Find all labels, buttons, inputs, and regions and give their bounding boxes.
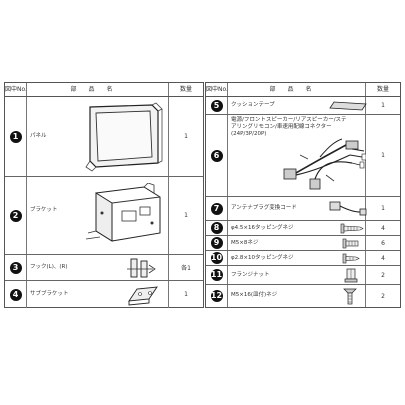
table-row: 8 φ4.5×16タッピングネジ 4 [206,221,400,236]
table-row: 10 φ2.8×10タッピングネジ 4 [206,251,400,266]
part-qty: 1 [381,102,385,109]
header-qty: 数量 [376,86,389,93]
table-row: 6 電源/フロントスピーカー/リアスピーカー/ステアリングリモコン/車速用配線コ… [206,115,400,197]
item-number-badge: 2 [9,209,22,222]
item-number-badge: 7 [210,202,223,215]
table-row: 3 フック(L)、(R) 各1 [5,255,203,281]
screw-drawing-icon [342,253,360,264]
table-row: 11 フランジナット 2 [206,266,400,285]
screw-drawing-icon [340,223,364,234]
part-qty: 各1 [181,265,191,272]
wire-harness-drawing-icon [283,138,366,190]
part-name: サブブラケット [30,291,69,297]
item-number-badge: 12 [210,290,223,302]
sub-bracket-drawing-icon [128,286,158,306]
part-qty: 1 [184,212,188,219]
item-number-badge: 6 [210,149,223,162]
part-qty: 1 [381,152,385,159]
part-name: 電源/フロントスピーカー/リアスピーカー/ステアリングリモコン/車速用配線コネク… [231,117,347,137]
header-qty: 数量 [179,86,192,93]
part-name: パネル [30,133,47,139]
parts-table-right: 図中No. 部品名 数量 5 クッションテープ 1 6 電源/フロントスピーカー… [205,82,401,308]
part-qty: 1 [184,133,188,140]
part-qty: 6 [381,239,385,247]
hook-drawing-icon [127,258,156,278]
part-name: φ4.5×16タッピングネジ [231,225,294,231]
part-qty: 4 [381,224,385,232]
screw-drawing-icon [342,238,359,249]
header-no: 図中No. [206,83,228,96]
table-row: 7 アンテナプラグ変換コード 1 [206,197,400,221]
item-number-badge: 1 [9,130,22,143]
header-name: 部品名 [27,83,169,96]
part-name: φ2.8×10タッピングネジ [231,255,294,261]
item-number-badge: 4 [9,288,22,301]
item-number-badge: 8 [210,222,223,234]
table-row: 5 クッションテープ 1 [206,97,400,115]
part-qty: 1 [381,205,385,212]
header-name: 部品名 [228,83,366,96]
part-name: フランジナット [231,272,270,278]
item-number-badge: 11 [210,269,223,281]
flange-nut-drawing-icon [344,268,358,283]
part-name: M5×16(皿付)ネジ [231,292,278,298]
part-qty: 2 [381,271,385,279]
header-no: 図中No. [5,83,27,96]
part-qty: 2 [381,292,385,300]
screw-drawing-icon [343,288,357,305]
item-number-badge: 5 [210,99,223,112]
item-number-badge: 10 [210,252,223,264]
parts-table-left: 図中No. 部品名 数量 1 パネル 1 2 ブラケット [4,82,204,308]
table-header: 図中No. 部品名 数量 [206,83,400,97]
item-number-badge: 3 [9,261,22,274]
part-qty: 4 [381,254,385,262]
panel-drawing-icon [85,102,163,172]
table-row: 12 M5×16(皿付)ネジ 2 [206,285,400,307]
part-name: M5×8ネジ [231,240,259,246]
cushion-tape-drawing-icon [329,101,367,111]
part-name: アンテナプラグ変換コード [231,205,297,211]
part-qty: 1 [184,291,188,298]
bracket-drawing-icon [85,183,161,242]
part-name: ブラケット [30,207,58,213]
item-number-badge: 9 [210,237,223,249]
table-row: 1 パネル 1 [5,97,203,177]
table-row: 4 サブブラケット 1 [5,281,203,308]
part-name: クッションテープ [231,102,275,108]
table-row: 9 M5×8ネジ 6 [206,236,400,251]
table-header: 図中No. 部品名 数量 [5,83,203,97]
table-row: 2 ブラケット 1 [5,177,203,255]
part-name: フック(L)、(R) [30,264,68,270]
antenna-cord-drawing-icon [329,201,367,216]
